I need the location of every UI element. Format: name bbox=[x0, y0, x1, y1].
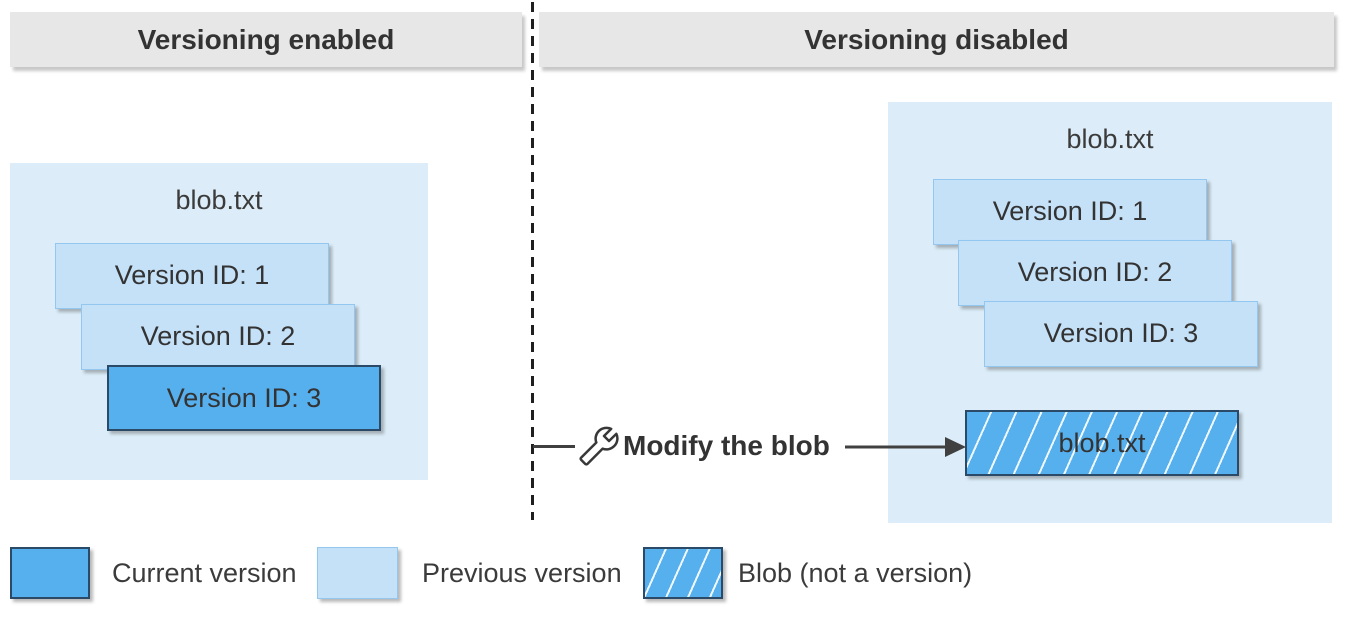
wrench-icon bbox=[579, 426, 619, 466]
legend-label-previous: Previous version bbox=[422, 558, 622, 588]
connector-line bbox=[533, 445, 575, 448]
version-box-3-disabled: Version ID: 3 bbox=[984, 301, 1258, 367]
version-box-3-enabled: Version ID: 3 bbox=[107, 365, 381, 431]
blob-title: blob.txt bbox=[1066, 124, 1154, 154]
blob-not-a-version-swatch bbox=[643, 547, 723, 599]
previous-version-swatch bbox=[317, 547, 398, 599]
current-version-swatch bbox=[10, 547, 90, 599]
dashed-divider bbox=[531, 2, 534, 520]
version-box-2-enabled: Version ID: 2 bbox=[81, 304, 355, 370]
version-box-1-disabled: Version ID: 1 bbox=[933, 179, 1207, 245]
legend-label-blob: Blob (not a version) bbox=[738, 558, 973, 588]
header-versioning-enabled: Versioning enabled bbox=[10, 12, 522, 67]
blob-title: blob.txt bbox=[175, 185, 263, 215]
arrow-right-icon bbox=[845, 437, 966, 457]
modify-the-blob-label: Modify the blob bbox=[623, 430, 830, 461]
version-box-2-disabled: Version ID: 2 bbox=[958, 240, 1232, 306]
legend-label-current: Current version bbox=[112, 558, 297, 588]
header-versioning-disabled: Versioning disabled bbox=[539, 12, 1334, 67]
version-box-1-enabled: Version ID: 1 bbox=[55, 243, 329, 309]
blob-hatched-box: blob.txt bbox=[965, 410, 1239, 476]
